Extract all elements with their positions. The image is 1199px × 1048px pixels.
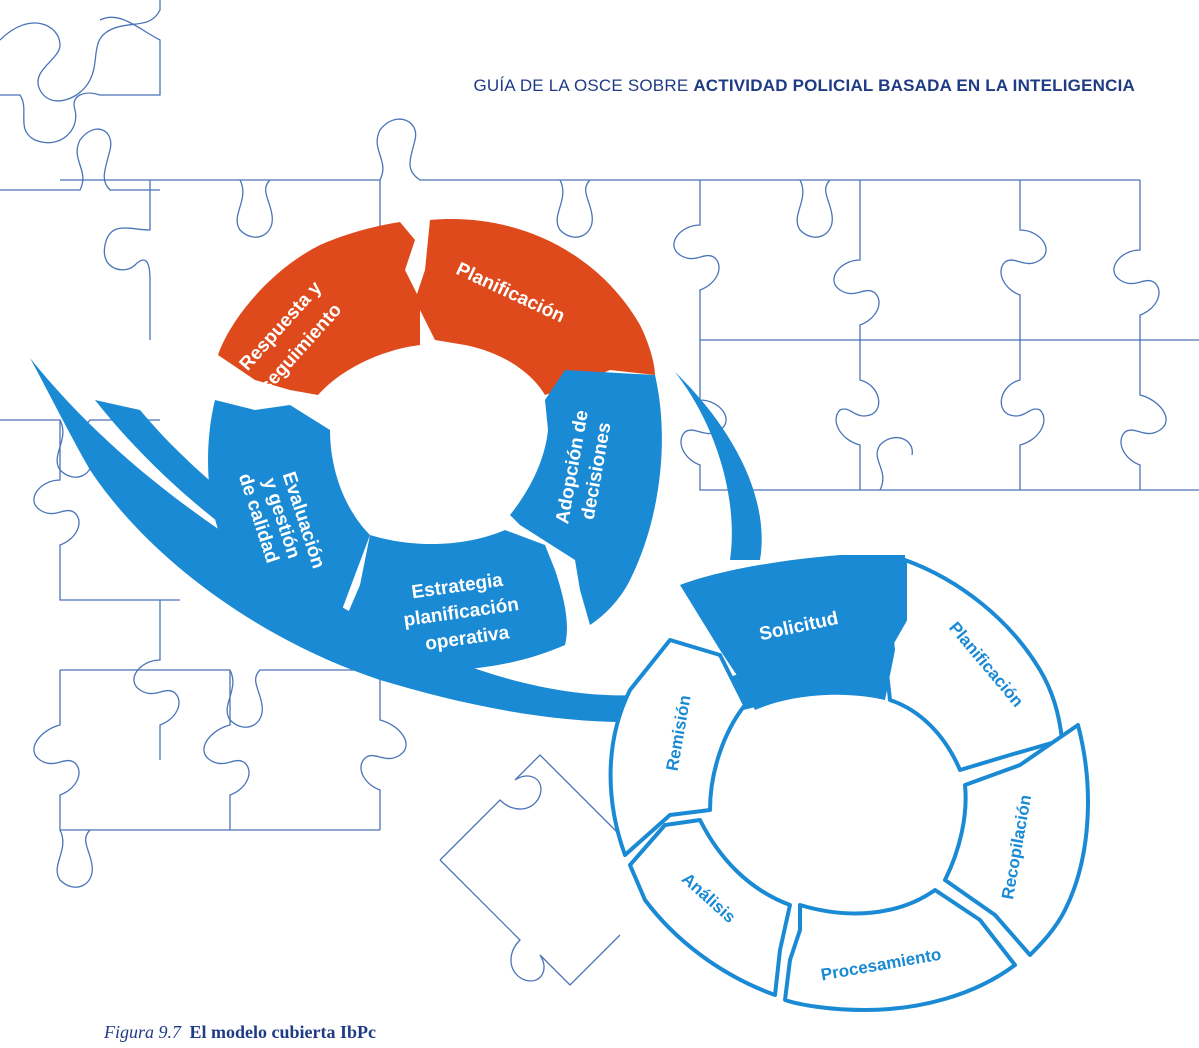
segment-adopcion[interactable] <box>510 370 662 625</box>
figure-number: Figura 9.7 <box>104 1022 182 1042</box>
segment-analisis-ic[interactable] <box>628 818 792 997</box>
segment-estrategia[interactable] <box>330 530 567 671</box>
outer-cycle <box>208 219 662 671</box>
segment-planificacion[interactable] <box>415 219 655 395</box>
figure-title: El modelo cubierta IbPc <box>189 1022 377 1042</box>
figure-caption: Figura 9.7 El modelo cubierta IbPc <box>104 1022 376 1043</box>
header-prefix: GUÍA DE LA OSCE SOBRE <box>473 76 689 95</box>
segment-evaluacion[interactable] <box>208 400 370 635</box>
segment-recopilacion-ic[interactable] <box>943 723 1090 957</box>
page-header: GUÍA DE LA OSCE SOBRE ACTIVIDAD POLICIAL… <box>473 76 1135 96</box>
segment-procesamiento-ic[interactable] <box>783 888 1017 1012</box>
header-title: ACTIVIDAD POLICIAL BASADA EN LA INTELIGE… <box>693 76 1135 95</box>
segment-remision-ic[interactable] <box>608 638 747 857</box>
swoosh-right-tail <box>675 372 762 560</box>
solicitud-arrow[interactable] <box>680 555 905 710</box>
puzzle-background <box>0 0 1199 986</box>
segment-planificacion-ic[interactable] <box>883 558 1064 772</box>
segment-respuesta[interactable] <box>218 222 420 395</box>
intelligence-cycle <box>608 558 1090 1012</box>
